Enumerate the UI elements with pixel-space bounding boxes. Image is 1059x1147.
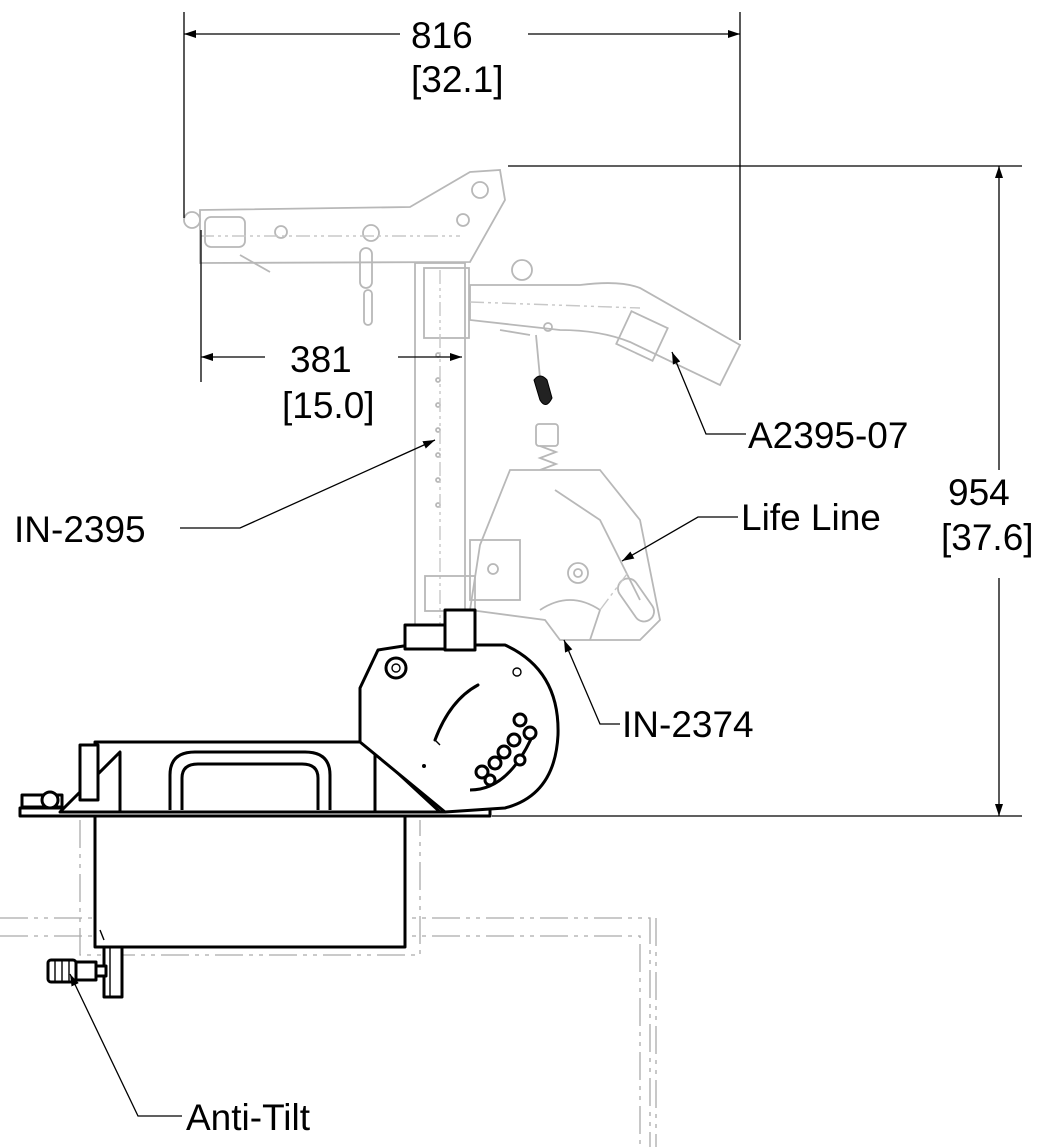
dim-381-in: [15.0] <box>282 385 375 426</box>
dimension-overall-height: 954 [37.6] <box>492 165 1034 817</box>
harness-ghost <box>424 469 661 641</box>
dim-954-in: [37.6] <box>941 517 1034 558</box>
callout-in-2374: IN-2374 <box>563 639 754 745</box>
dimension-inner-width: 381 [15.0] <box>200 230 462 426</box>
callout-life-line: Life Line <box>621 497 881 562</box>
life-line-ghost <box>533 334 559 471</box>
callout-a2395-07: A2395-07 <box>671 351 908 456</box>
arm-ghost <box>183 169 742 387</box>
callout-a2395-07-label: A2395-07 <box>748 415 908 456</box>
callout-life-line-label: Life Line <box>741 497 881 538</box>
callout-anti-tilt: Anti-Tilt <box>69 973 311 1138</box>
callout-in-2374-label: IN-2374 <box>622 704 754 745</box>
callout-in-2395-label: IN-2395 <box>14 509 146 550</box>
base-solid <box>18 608 560 999</box>
dim-954-mm: 954 <box>948 472 1010 513</box>
dim-816-mm: 816 <box>411 15 473 56</box>
dim-816-in: [32.1] <box>411 59 504 100</box>
dimension-overall-width: 816 [32.1] <box>183 12 741 340</box>
callout-anti-tilt-label: Anti-Tilt <box>186 1097 311 1138</box>
dim-381-mm: 381 <box>290 339 352 380</box>
callout-in-2395: IN-2395 <box>14 439 436 550</box>
